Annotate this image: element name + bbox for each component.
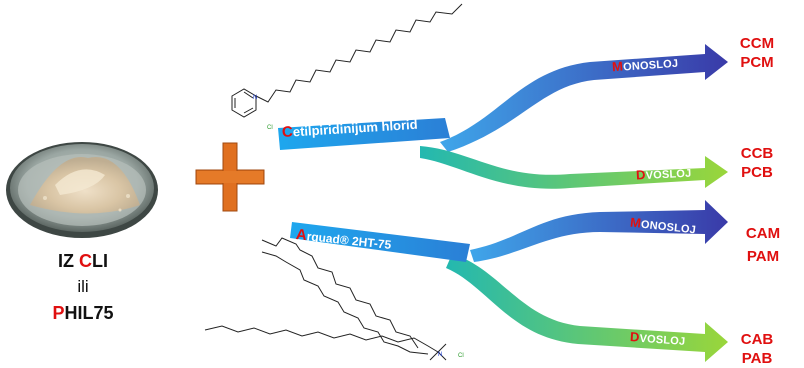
arquad-structure [204, 237, 447, 361]
product-cab: CAB [740, 331, 774, 348]
nitrogen-atom: N [253, 95, 257, 101]
product-group-3: CAM PAM [728, 224, 798, 266]
product-pcb: PCB [741, 164, 773, 181]
bottom-reagent-bar [290, 222, 470, 262]
product-group-1: CCM PCM [722, 34, 792, 72]
bottom-bilayer-arrow [446, 254, 728, 362]
source-line-3: PHIL75 [52, 303, 114, 323]
top-bilayer-label: DVOSLOJ [635, 166, 692, 183]
product-group-4: CAB PAB [722, 330, 792, 368]
chloride-ion-top: Cl [267, 125, 273, 131]
source-label: IZ CLI ili PHIL75 [28, 248, 138, 326]
product-ccm: CCM [739, 35, 775, 52]
product-pab: PAB [741, 350, 773, 367]
product-cam: CAM [745, 225, 781, 242]
plus-icon [195, 142, 265, 212]
product-pcm: PCM [740, 54, 774, 71]
top-reagent-bar [278, 118, 450, 150]
source-line-1: IZ CLI [58, 251, 108, 271]
top-monolayer-arrow [440, 44, 728, 152]
nitrogen-atom-bottom: N [438, 352, 442, 358]
product-group-2: CCB PCB [722, 144, 792, 182]
bottom-monolayer-arrow [470, 200, 728, 262]
chloride-ion-bottom: Cl [458, 353, 464, 359]
product-pam: PAM [746, 248, 780, 265]
cetylpyridinium-structure [231, 3, 463, 118]
sample-dish-image [6, 142, 158, 238]
source-line-2: ili [77, 277, 89, 296]
product-ccb: CCB [740, 145, 774, 162]
top-bilayer-arrow [420, 146, 728, 189]
